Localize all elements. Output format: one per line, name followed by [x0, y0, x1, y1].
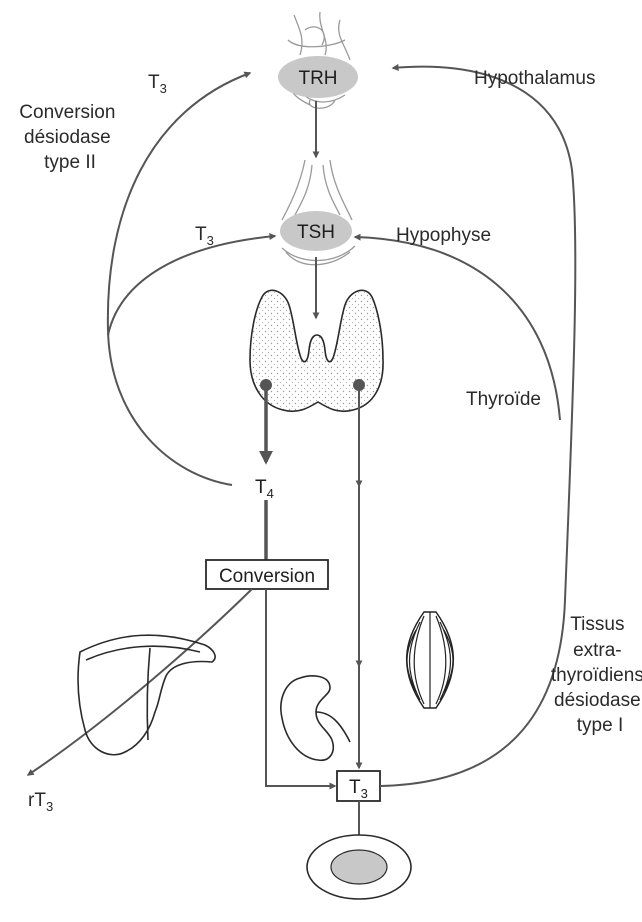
tissus-label: Tissus extra- thyroïdiens désiodase type…: [551, 614, 642, 736]
conversion-to-rt3-arrow: [28, 589, 252, 775]
conversion-type-ii-label: Conversion désiodase type II: [19, 102, 120, 173]
conversion-to-t3-arrow: [266, 589, 335, 786]
conversion-box-label: Conversion: [219, 566, 315, 587]
thyroid-t4-node: [260, 379, 272, 391]
cell-nucleus: [331, 850, 387, 884]
muscle-icon: [407, 612, 454, 708]
t4-label: T4: [255, 477, 274, 501]
rt3-label: rT3: [28, 790, 53, 814]
hypophyse-label: Hypophyse: [396, 225, 491, 246]
trh-label: TRH: [298, 68, 337, 89]
tsh-label: TSH: [297, 222, 335, 243]
thyroid-t3-node: [353, 379, 365, 391]
t3-feedback-pituitary-label: T3: [195, 224, 214, 248]
liver-icon: [78, 635, 215, 755]
kidney-icon: [281, 676, 350, 760]
thyroide-label: Thyroïde: [466, 389, 541, 410]
t4-feedback-pituitary-arrow: [108, 236, 275, 335]
t3-feedback-hypothalamus-label: T3: [148, 72, 167, 96]
t4-feedback-hypothalamus-arrow: [108, 73, 250, 485]
hypothalamus-label: Hypothalamus: [474, 68, 595, 89]
